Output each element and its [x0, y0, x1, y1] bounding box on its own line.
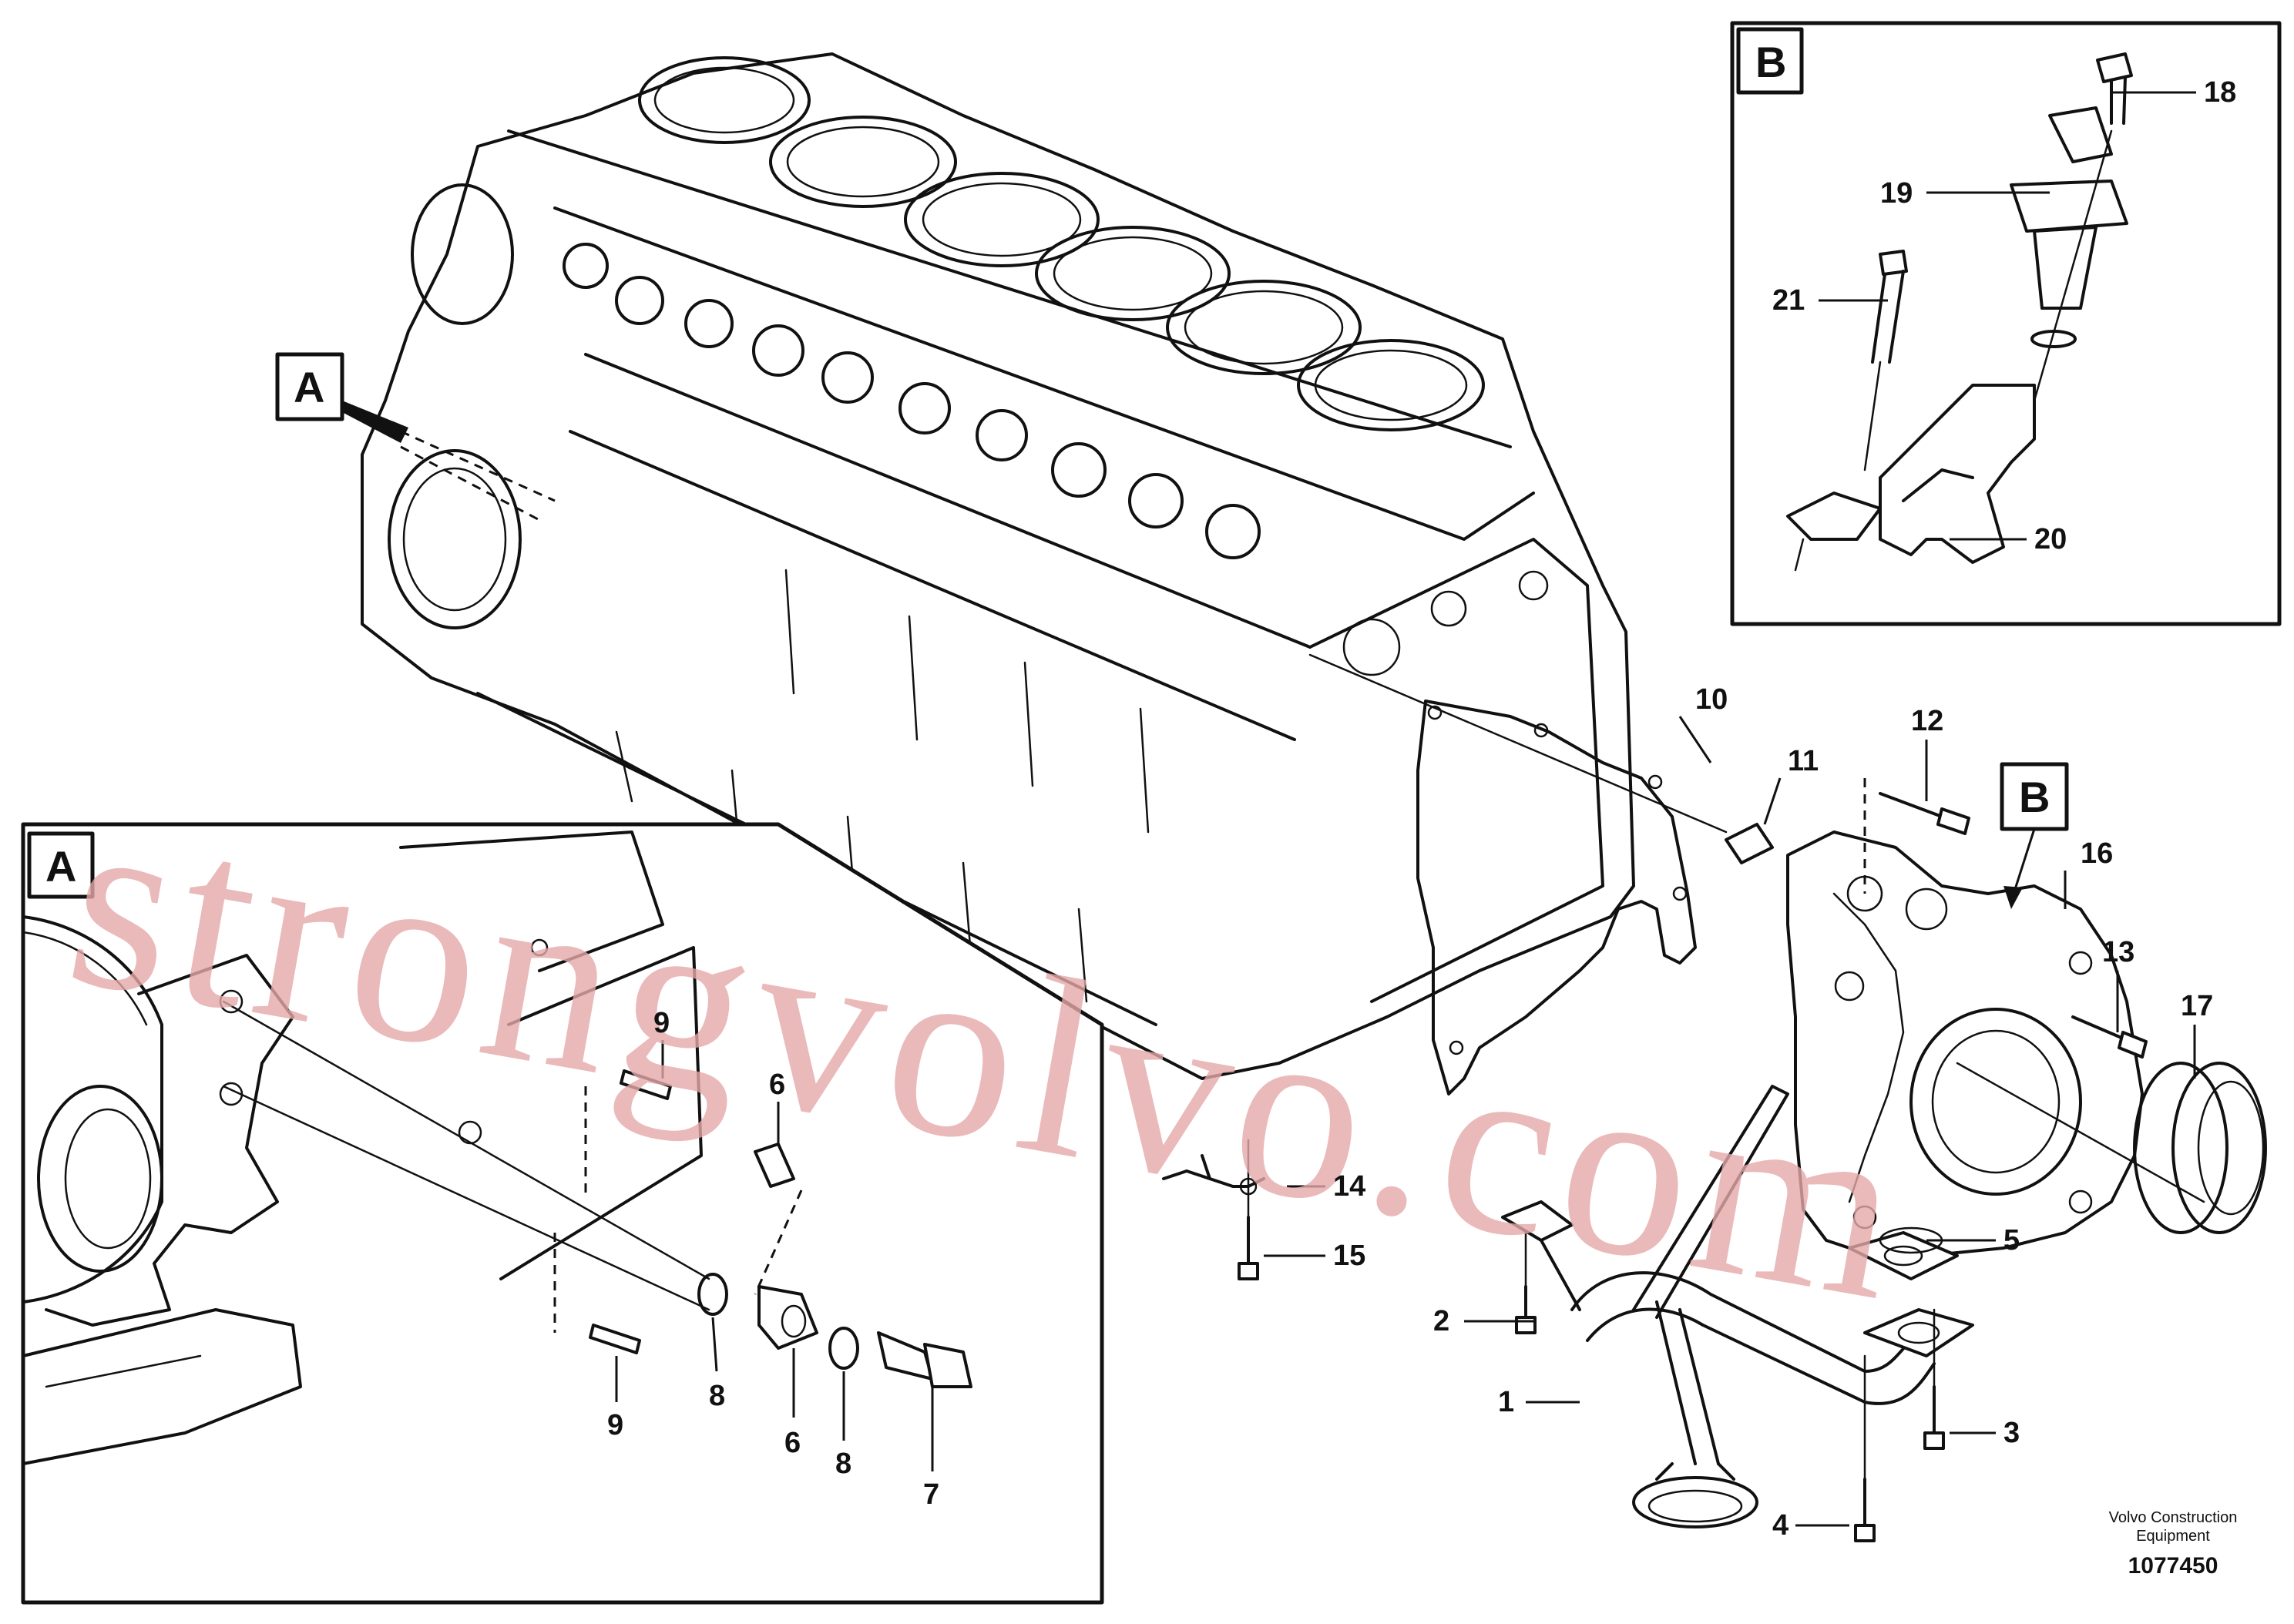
view-label-b-main: B [2019, 773, 2050, 821]
view-b-marker [2000, 762, 2069, 909]
callout-14: 14 [1333, 1170, 1365, 1203]
callout-5: 5 [2003, 1224, 2020, 1257]
callout-2: 2 [1433, 1305, 1449, 1337]
assembly-lines [1247, 653, 2205, 1481]
callout-17: 17 [2181, 990, 2213, 1022]
callout-7: 7 [923, 1478, 939, 1511]
crankshaft-seal [2133, 1062, 2267, 1234]
callout-8-left: 8 [709, 1380, 725, 1412]
leader-lines [615, 91, 2196, 1527]
publisher-credit: Volvo Construction Equipment 1077450 [2109, 1509, 2238, 1579]
view-label-b-detail: B [1755, 38, 1786, 86]
callout-9-lower: 9 [607, 1409, 623, 1441]
callout-8-right: 8 [835, 1448, 851, 1480]
callout-18: 18 [2204, 76, 2236, 109]
view-label-a-detail: A [45, 842, 76, 891]
callout-21: 21 [1772, 284, 1805, 317]
callout-12: 12 [1911, 705, 1943, 737]
callout-10: 10 [1695, 683, 1728, 716]
callout-16: 16 [2081, 837, 2113, 870]
view-label-a-main: A [294, 363, 324, 411]
small-parts [1162, 792, 2148, 1542]
callout-1: 1 [1498, 1386, 1514, 1418]
callout-20: 20 [2034, 523, 2067, 555]
credit-line-2: Equipment [2136, 1528, 2210, 1545]
detail-view-b [1730, 21, 2282, 626]
callout-6-lower: 6 [784, 1427, 801, 1459]
callout-3: 3 [2003, 1417, 2020, 1449]
oil-pump-housing [1786, 830, 2144, 1257]
callout-11: 11 [1788, 745, 1819, 777]
oil-suction-pipe [1501, 1085, 1974, 1528]
view-a-marker [275, 352, 556, 522]
drawing-number: 1077450 [2128, 1553, 2218, 1579]
callout-19: 19 [1880, 177, 1913, 210]
credit-line-1: Volvo Construction [2109, 1509, 2238, 1526]
callout-labels: 18 19 21 20 10 11 12 16 13 17 14 15 5 2 … [45, 38, 2236, 1542]
detail-view-a [21, 822, 1104, 1605]
callout-15: 15 [1333, 1240, 1365, 1272]
callout-13: 13 [2102, 936, 2134, 968]
callout-6-upper: 6 [769, 1069, 785, 1101]
callout-4: 4 [1772, 1509, 1789, 1542]
timing-cover-gasket [1416, 700, 1697, 1096]
engine-block [361, 52, 1635, 1080]
callout-9-upper: 9 [653, 1007, 670, 1039]
